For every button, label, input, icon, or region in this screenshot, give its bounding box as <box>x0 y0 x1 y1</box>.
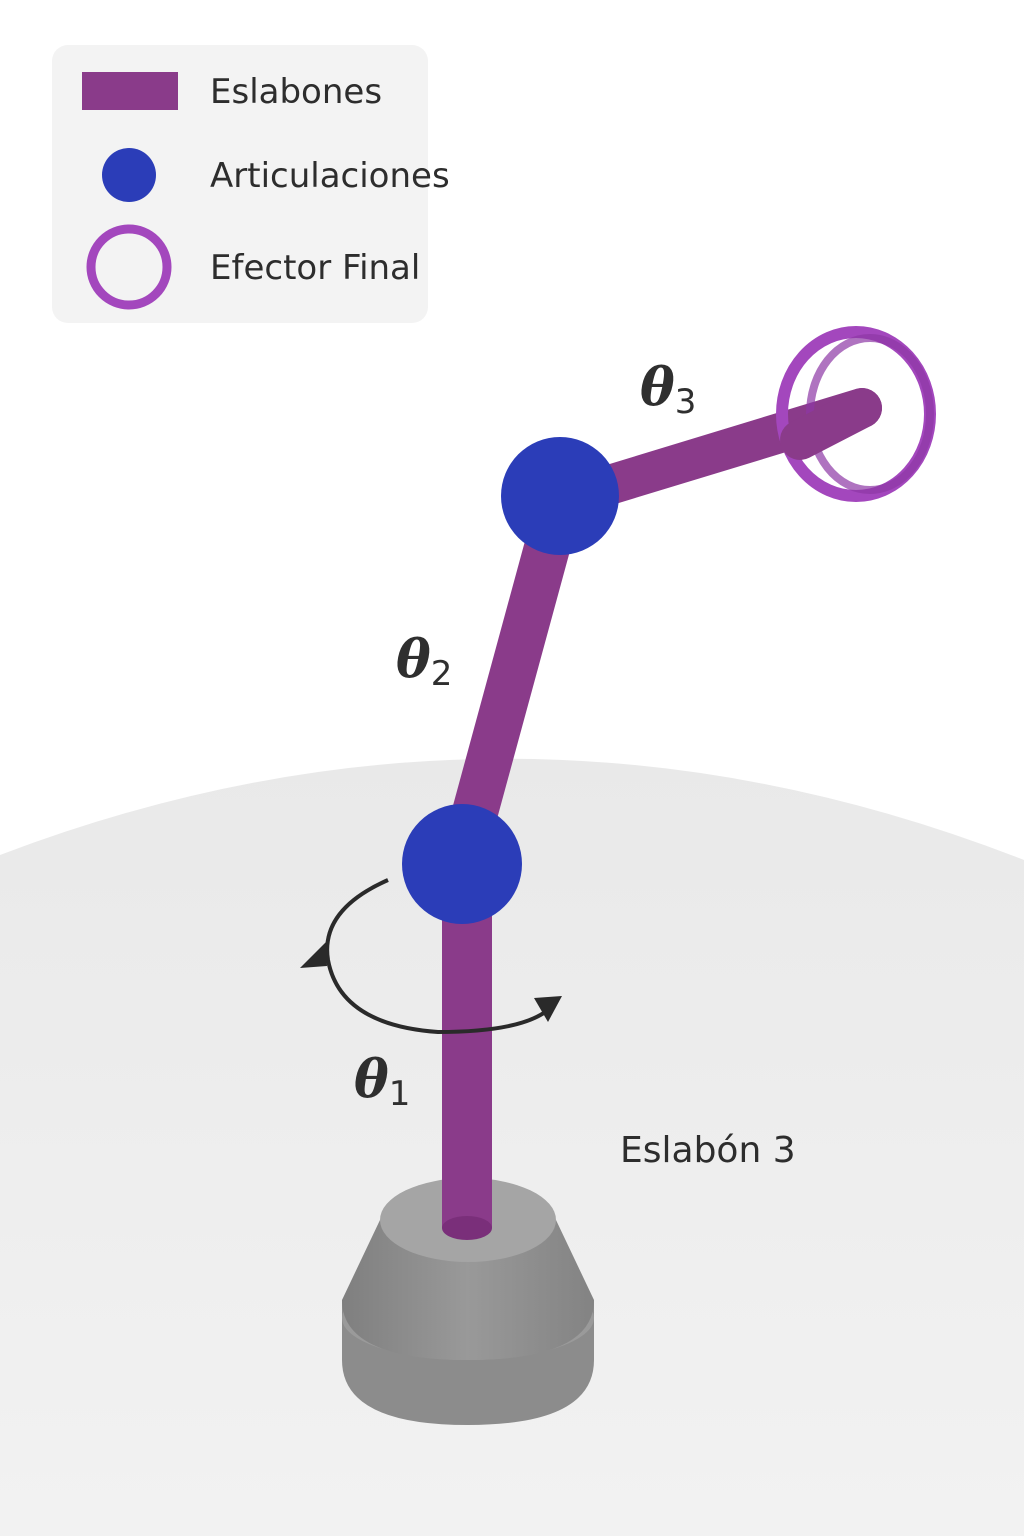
link-1 <box>442 880 492 1240</box>
arrowhead-left-icon <box>300 942 327 968</box>
angle-label-theta1: θ1 <box>354 1049 410 1114</box>
legend: Eslabones Articulaciones Efector Final <box>52 45 450 323</box>
arrowhead-right-icon <box>534 996 562 1022</box>
legend-item-efector-final: Efector Final <box>210 248 420 288</box>
end-effector <box>776 326 936 502</box>
angle-label-theta2: θ2 <box>396 629 452 694</box>
base-cone <box>342 1220 594 1360</box>
rotation-arrow-theta1 <box>300 878 562 1035</box>
legend-item-articulaciones: Articulaciones <box>210 156 450 196</box>
end-effector-ring-icon <box>86 224 172 310</box>
joint-2 <box>501 437 619 555</box>
legend-box <box>52 45 428 323</box>
angle-label-theta3: θ3 <box>640 357 696 422</box>
legend-item-eslabones: Eslabones <box>210 72 382 112</box>
link-2 <box>439 493 583 867</box>
joint-1 <box>402 804 522 924</box>
link-caption: Eslabón 3 <box>620 1130 796 1171</box>
joint-dot-icon <box>102 148 156 202</box>
link-bar-icon <box>82 72 178 110</box>
floor-surface <box>0 758 1024 1536</box>
